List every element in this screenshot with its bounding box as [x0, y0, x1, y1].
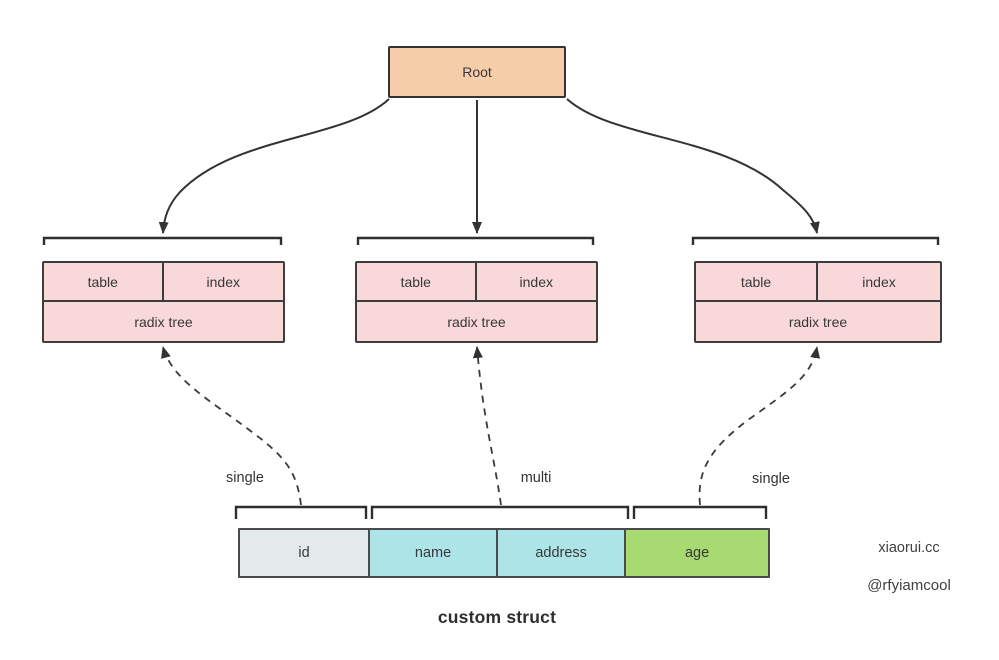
left-node-bracket: [42, 236, 283, 245]
table-label: table: [740, 273, 772, 290]
table-label: table: [87, 273, 118, 290]
id-field: id: [240, 530, 369, 576]
radix-tree-label: radix tree: [447, 313, 506, 330]
age-field: age: [624, 530, 768, 576]
index-cell: index: [476, 263, 596, 302]
custom-struct-row: id name address age: [238, 528, 770, 578]
index-cell: index: [163, 263, 283, 302]
index-label: index: [206, 273, 240, 290]
name-label: name: [414, 545, 452, 561]
age-to-right-radix-arrow: [698, 346, 821, 506]
index-label: index: [862, 273, 896, 290]
index-label: index: [519, 273, 553, 290]
middle-index-node: table index radix tree: [355, 261, 598, 343]
radix-tree-cell: radix tree: [696, 302, 940, 341]
left-index-node: table index radix tree: [42, 261, 285, 343]
radix-tree-label: radix tree: [788, 313, 848, 330]
multi-to-middle-radix-arrow: [472, 346, 502, 506]
watermark-site: xiaorui.cc: [878, 540, 940, 556]
address-field: address: [496, 530, 625, 576]
index-cell: index: [818, 263, 940, 302]
root-label: Root: [462, 64, 492, 80]
table-cell: table: [696, 263, 818, 302]
middle-node-bracket: [356, 236, 595, 245]
single-left-bracket: [234, 505, 368, 519]
single-right-bracket: [632, 505, 768, 519]
id-to-left-radix-arrow: [161, 346, 302, 506]
right-index-node: table index radix tree: [694, 261, 942, 343]
radix-tree-label: radix tree: [134, 313, 193, 330]
root-to-left-node-arrow: [158, 98, 390, 234]
age-label: age: [684, 545, 710, 561]
table-cell: table: [357, 263, 477, 302]
id-label: id: [298, 545, 310, 561]
name-field: name: [368, 530, 497, 576]
right-node-bracket: [691, 236, 940, 245]
table-cell: table: [44, 263, 164, 302]
watermark-handle: @rfyiamcool: [867, 577, 951, 594]
table-label: table: [400, 273, 431, 290]
multi-label: multi: [520, 470, 552, 486]
single-right-label: single: [752, 471, 790, 487]
root-node: Root: [388, 46, 566, 98]
address-label: address: [535, 545, 587, 561]
root-to-right-node-arrow: [566, 98, 820, 234]
radix-tree-cell: radix tree: [357, 302, 596, 341]
radix-tree-cell: radix tree: [44, 302, 283, 341]
multi-bracket: [370, 505, 630, 519]
single-left-label: single: [226, 470, 264, 486]
custom-struct-caption: custom struct: [437, 607, 557, 627]
